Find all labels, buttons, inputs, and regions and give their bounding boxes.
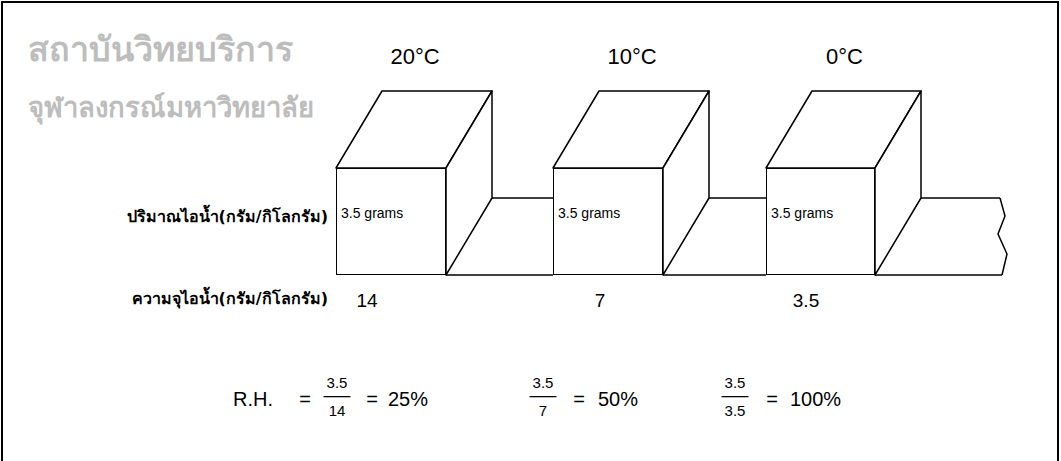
watermark: สถาบันวิทยบริการ [28,30,293,69]
vapor-amount: 3.5 grams [771,205,833,221]
percent-result: 25% [388,388,428,411]
cube-face [446,91,492,275]
fraction-bar [324,396,351,397]
slab-edge [663,274,766,276]
cube-front-face: 10°C3.5 grams [553,168,663,275]
fraction-numerator: 3.5 [533,374,554,391]
temperature-label: 10°C [607,44,656,69]
percent-result: 50% [598,388,638,411]
equals-sign: = [366,388,378,411]
equals-sign: = [766,388,778,411]
slab [446,198,1007,275]
fraction-denominator: 3.5 [725,402,746,419]
equals-sign: = [573,388,585,411]
watermark: จุฬาลงกรณ์มหาวิทยาลัย [28,92,314,124]
percent-result: 100% [790,388,841,411]
slab-edge [921,197,1000,199]
vapor-amount: 3.5 grams [558,205,620,221]
formula-term: R.H. [233,388,273,411]
capacity-value: 3.5 [793,290,819,312]
cube-face [875,91,921,275]
slab-edge [709,197,766,199]
cube-front-face: 0°C3.5 grams [766,168,875,275]
vapor-amount: 3.5 grams [341,205,403,221]
row-label: ปริมาณไอน้ำ(กรัม/กิโลกรัม) [127,208,328,226]
temperature-label: 0°C [826,44,863,69]
slab-edge [998,198,1007,275]
fraction-denominator: 14 [329,402,346,419]
fraction-bars [324,396,749,397]
fraction-bar [530,396,557,397]
capacity-value: 14 [356,290,377,312]
slab-edge [446,274,553,276]
capacity-value: 7 [595,290,606,312]
fraction-numerator: 3.5 [327,374,348,391]
cube-face [663,91,709,275]
fraction-numerator: 3.5 [725,374,746,391]
cube-front-face: 20°C3.5 grams [336,168,446,275]
cube-faces [336,91,921,275]
slab-edge [875,274,1002,276]
equals-sign: = [299,388,311,411]
fraction-denominator: 7 [539,402,547,419]
temperature-label: 20°C [390,44,439,69]
fraction-bar [722,396,749,397]
row-label: ความจุไอน้ำ(กรัม/กิโลกรัม) [132,290,328,308]
slab-edge [492,197,553,199]
